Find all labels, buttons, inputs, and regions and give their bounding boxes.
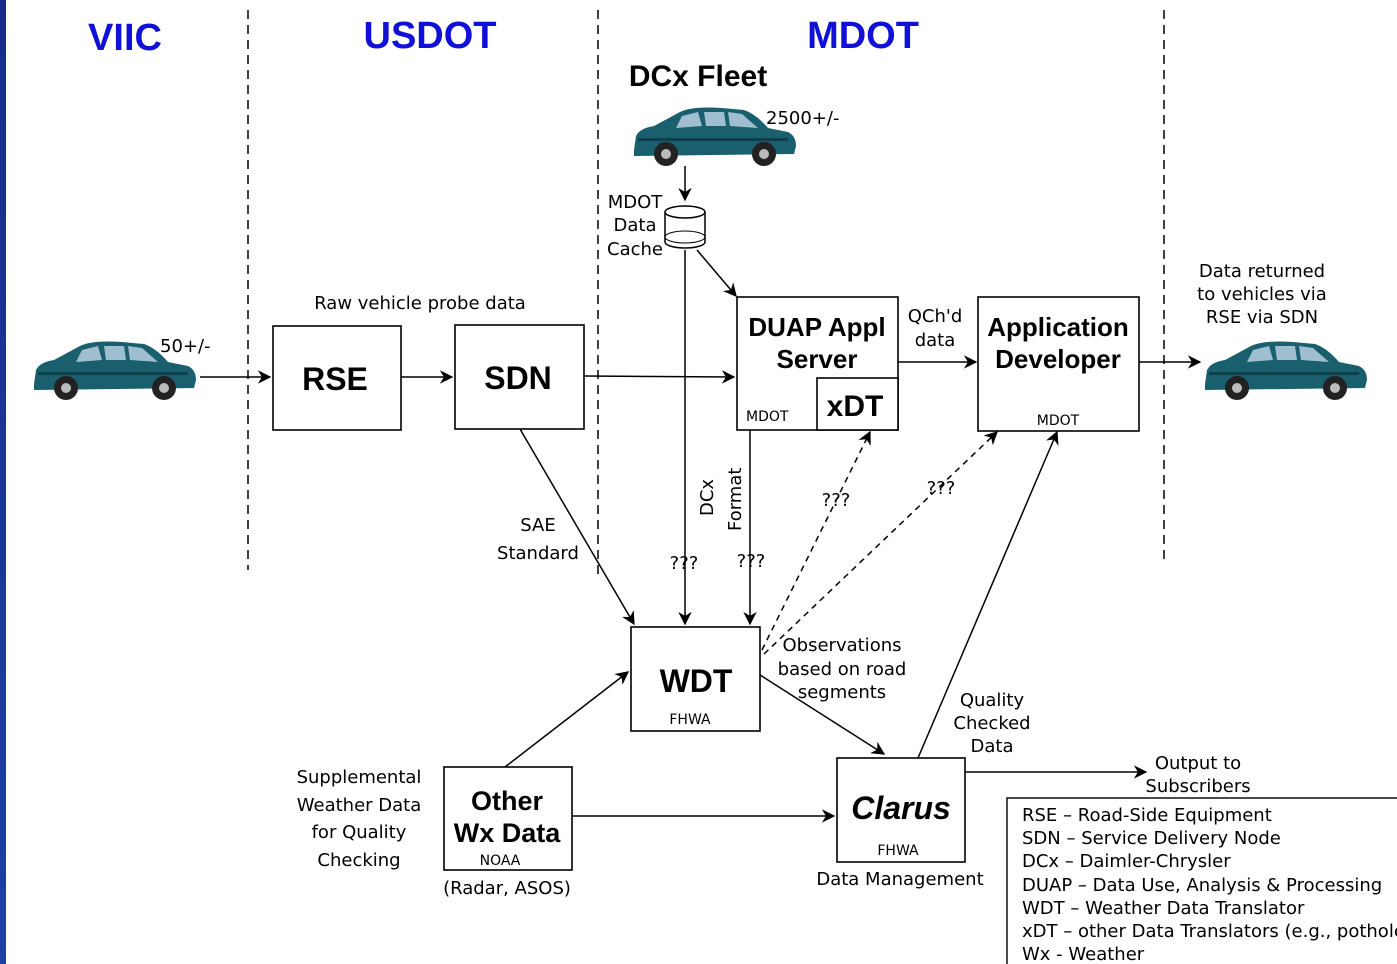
other-owner-label: NOAA <box>480 853 521 869</box>
output-label-line2: Subscribers <box>1145 776 1250 797</box>
xdt-box <box>816 377 899 431</box>
arrow-otherwx-to-wdt <box>504 671 630 768</box>
data-cache-icon <box>664 205 706 249</box>
dashed-arrow-wdt-to-appdev <box>763 431 998 655</box>
wdt-owner-label: FHWA <box>669 712 711 728</box>
left-edge-strip <box>0 0 6 964</box>
supplemental-label-line4: Checking <box>317 850 400 871</box>
quality-label-line3: Data <box>971 736 1014 757</box>
arrow-sdn-to-wdt <box>519 428 635 626</box>
returned-label-line3: RSE via SDN <box>1206 307 1318 328</box>
fleet-count: 2500+/- <box>766 108 839 129</box>
other-label-line1: Other <box>471 786 544 816</box>
sae-label-line2: Standard <box>497 543 579 564</box>
legend-item: xDT – other Data Translators (e.g., poth… <box>1022 921 1397 942</box>
sdn-label: SDN <box>484 360 552 396</box>
output-label-line1: Output to <box>1155 753 1241 774</box>
clarus-box <box>836 757 966 863</box>
header-mdot: MDOT <box>807 15 919 57</box>
cache-label-line2: Data <box>614 215 657 236</box>
qchd-label-line2: data <box>915 330 956 351</box>
supplemental-label-line1: Supplemental <box>297 767 422 788</box>
returned-label-line2: to vehicles via <box>1197 284 1327 305</box>
header-viic: VIIC <box>88 17 162 59</box>
wdt-label: WDT <box>660 663 733 699</box>
clarus-owner-label: FHWA <box>877 843 919 859</box>
arrow-cache-to-duap <box>696 249 737 298</box>
dashed-arrow-wdt-to-xdt <box>761 430 871 651</box>
raw-probe-label: Raw vehicle probe data <box>314 293 526 314</box>
vehicle-count: 50+/- <box>160 336 211 357</box>
xdt-label: xDT <box>827 390 884 423</box>
other-label-line2: Wx Data <box>454 818 562 848</box>
sdn-box <box>454 324 585 430</box>
observations-label-line2: based on road <box>778 659 907 680</box>
other-wx-data-box <box>443 766 573 871</box>
supplemental-label-line3: for Quality <box>312 822 407 843</box>
appdev-owner-label: MDOT <box>1037 413 1080 429</box>
returned-label-line1: Data returned <box>1199 261 1325 282</box>
arrow-sdn-to-duap <box>583 370 736 384</box>
duap-label-line1: DUAP Appl <box>748 312 885 342</box>
legend-item: Wx - Weather <box>1022 944 1145 964</box>
legend: RSE – Road-Side Equipment SDN – Service … <box>1006 797 1397 964</box>
observations-label-line3: segments <box>798 682 886 703</box>
arrow-clarus-to-appdev <box>917 430 1059 759</box>
cache-label-line1: MDOT <box>608 192 664 213</box>
clarus-label: Clarus <box>851 790 951 826</box>
quality-label-line1: Quality <box>960 690 1025 711</box>
app-developer-box <box>977 296 1140 432</box>
unknown-label-format: ??? <box>737 551 766 572</box>
appdev-label-line2: Developer <box>995 344 1121 374</box>
duap-owner-label: MDOT <box>746 409 789 425</box>
observations-label-line1: Observations <box>783 635 902 656</box>
appdev-label-line1: Application <box>987 312 1129 342</box>
duap-label-line2: Server <box>777 344 858 374</box>
unknown-label-dcx: ??? <box>670 553 699 574</box>
rse-box <box>272 325 402 431</box>
header-usdot: USDOT <box>364 15 497 57</box>
fleet-title: DCx Fleet <box>629 60 767 93</box>
qchd-label-line1: QCh'd <box>908 306 963 327</box>
legend-item: DUAP – Data Use, Analysis & Processing <box>1022 875 1382 896</box>
legend-box <box>1006 797 1397 964</box>
data-management-label: Data Management <box>816 869 983 890</box>
wdt-box <box>630 626 761 732</box>
unknown-label-appdev: ??? <box>927 478 956 499</box>
unknown-label-xdt: ??? <box>822 490 851 511</box>
format-label: Format <box>725 468 746 531</box>
legend-item: RSE – Road-Side Equipment <box>1022 805 1272 826</box>
radar-label: (Radar, ASOS) <box>443 878 571 899</box>
right-car-icon <box>1205 341 1367 400</box>
arrow-wdt-to-clarus <box>759 674 886 755</box>
legend-item: SDN – Service Delivery Node <box>1022 828 1281 849</box>
rse-label: RSE <box>302 361 368 397</box>
legend-item: DCx – Daimler-Chrysler <box>1022 851 1231 872</box>
supplemental-label-line2: Weather Data <box>297 795 422 816</box>
legend-item: WDT – Weather Data Translator <box>1022 898 1305 919</box>
sae-label-line1: SAE <box>520 515 555 536</box>
cache-label-line3: Cache <box>607 239 663 260</box>
dcx-label: DCx <box>697 479 718 516</box>
quality-label-line2: Checked <box>953 713 1030 734</box>
